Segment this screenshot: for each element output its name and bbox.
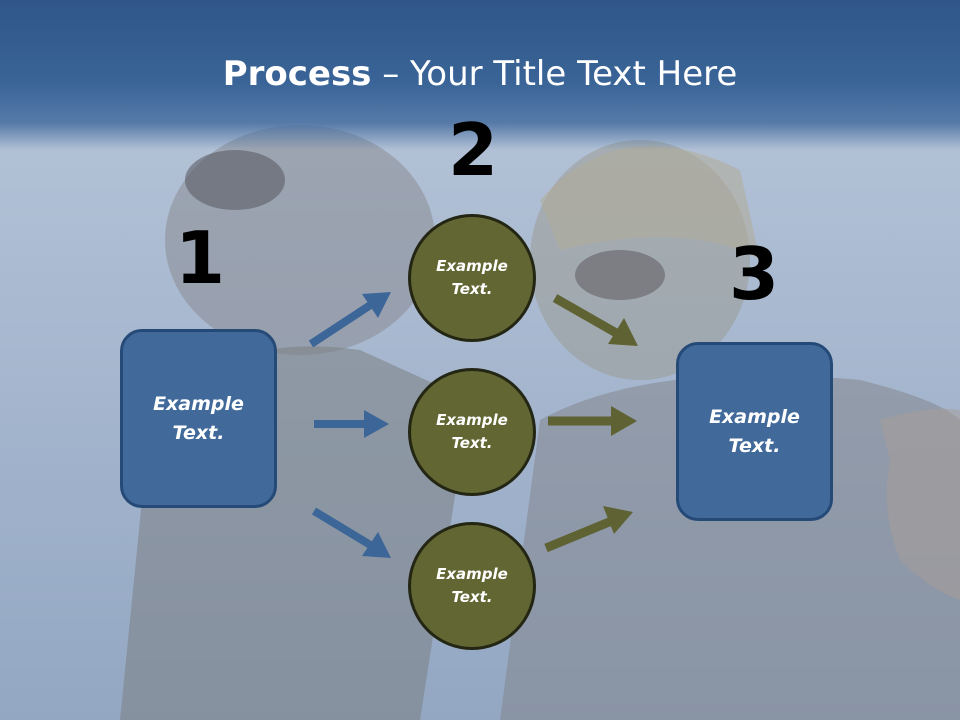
blue-arrow-up — [308, 292, 391, 348]
circle-bottom-line-2: Text. — [451, 588, 493, 606]
step-number-1: 1 — [174, 216, 226, 300]
title-bold: Process — [222, 54, 372, 94]
step-number-2: 2 — [447, 108, 499, 192]
blue-arrow-down — [311, 507, 391, 558]
left-box-line-1: Example — [153, 392, 244, 415]
circle-middle-line-1: Example — [436, 411, 508, 429]
title-rest: – Your Title Text Here — [371, 54, 738, 94]
right-box-line-2: Text. — [728, 434, 781, 457]
step-number-3: 3 — [728, 232, 780, 316]
circle-top-line-2: Text. — [451, 280, 493, 298]
circle-middle-line-2: Text. — [451, 434, 493, 452]
circle-bottom-line-1: Example — [436, 565, 508, 583]
right-box-line-1: Example — [709, 405, 800, 428]
olive-arrow-up — [544, 506, 633, 553]
olive-arrow-down — [552, 294, 638, 346]
circle-top-line-1: Example — [436, 257, 508, 275]
left-box-line-2: Text. — [172, 421, 225, 444]
blue-arrow-middle — [314, 410, 389, 438]
title-band — [0, 0, 960, 150]
slide-title: Process – Your Title Text Here — [0, 52, 960, 96]
olive-arrow-middle — [548, 406, 637, 436]
